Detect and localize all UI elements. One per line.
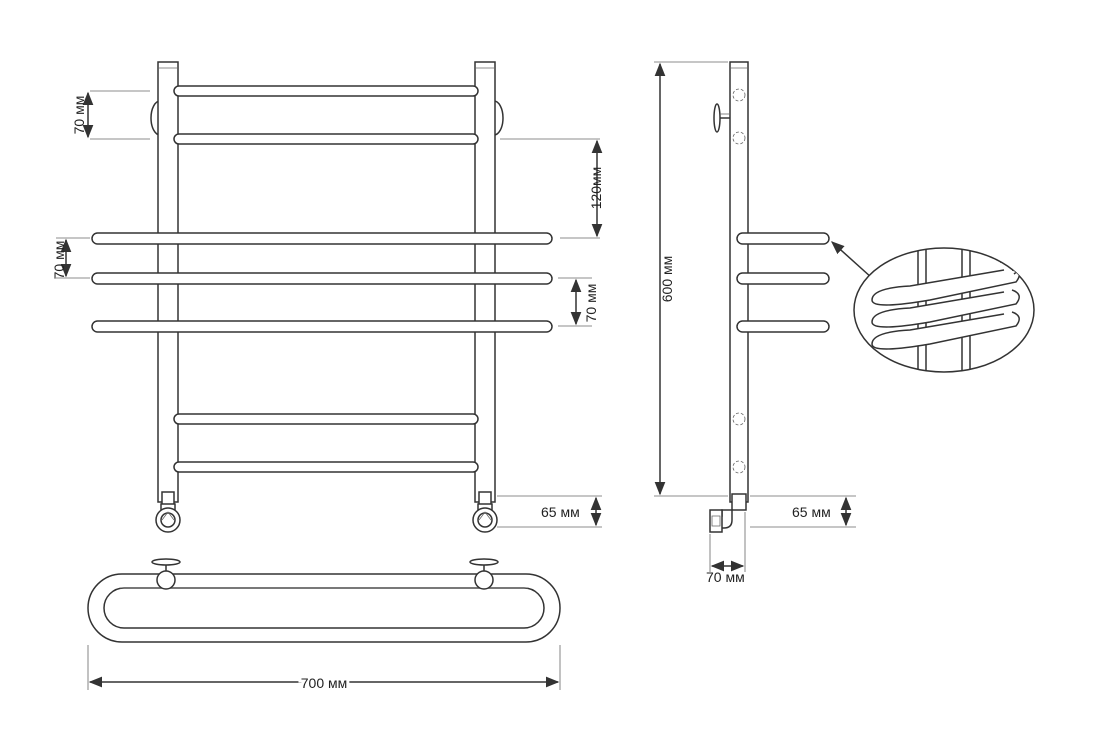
hidden-connections	[732, 88, 746, 474]
shelf-detail-callout	[853, 247, 1035, 373]
connection-front-label: 65 мм	[541, 504, 580, 520]
valve-icon	[709, 493, 747, 533]
total-width-label: 700 мм	[301, 675, 348, 691]
shelf-gap-right-label: 70 мм	[583, 284, 599, 323]
left-top-mount	[151, 558, 181, 590]
top-gap-label: 70 мм	[71, 96, 87, 135]
shelf-bars	[91, 232, 553, 333]
total-height-label: 600 мм	[659, 256, 675, 303]
top-view-inner-loop	[103, 587, 545, 629]
front-view: 70 мм 120мм 70 мм 70 мм 65 мм	[51, 61, 604, 533]
depth-label: 70 мм	[706, 569, 745, 585]
wall-mount-icon	[151, 558, 181, 566]
right-connector	[472, 491, 498, 533]
shelf-gap-left-label: 70 мм	[51, 241, 67, 280]
mid-gap-label: 120мм	[588, 167, 604, 210]
right-top-mount	[469, 558, 499, 590]
inner-rungs	[173, 85, 479, 473]
connection-side-label: 65 мм	[792, 504, 831, 520]
side-wall-mount	[713, 103, 730, 133]
top-view: 700 мм	[87, 558, 561, 694]
side-view: 600 мм 65 мм 70 мм	[654, 61, 873, 585]
left-connector	[155, 491, 181, 533]
callout-arrow	[830, 241, 873, 279]
side-shelf-bars	[736, 232, 830, 333]
